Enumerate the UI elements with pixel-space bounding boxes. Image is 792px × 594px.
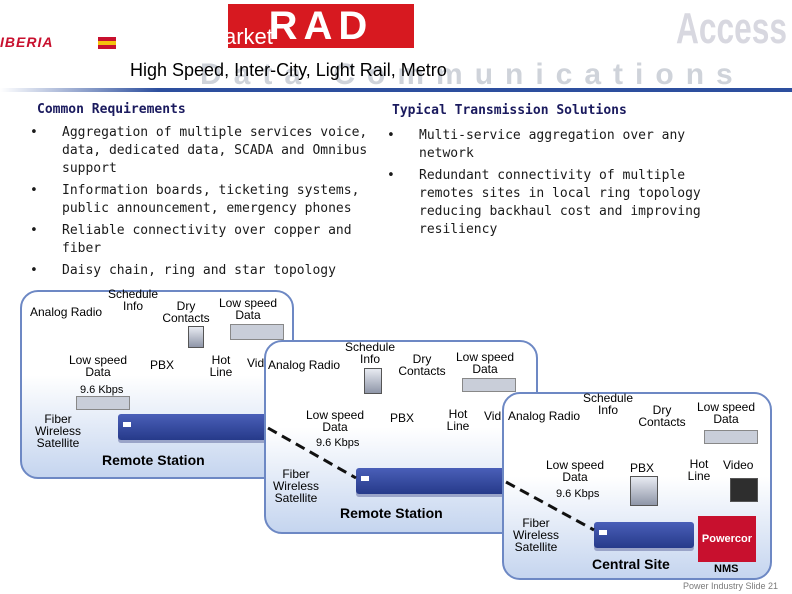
slide-footer: Power Industry Slide 21	[682, 581, 778, 591]
analog-radio-label: Analog Radio	[30, 305, 103, 319]
nms-label: NMS	[714, 563, 739, 575]
remote-station-label: Remote Station	[340, 505, 443, 521]
remote-station-1	[20, 290, 294, 479]
rad-device-icon	[123, 422, 131, 427]
multiplexer-device	[118, 414, 268, 440]
analog-radio-label: Analog Radio	[268, 358, 341, 372]
modem-icon	[462, 378, 516, 392]
modem-icon	[76, 396, 130, 410]
video-label: Video	[723, 458, 754, 472]
requirements-list: •Aggregation of multiple services voice,…	[30, 124, 375, 284]
powercor-logo: Powercor	[698, 516, 756, 562]
pbx-label: PBX	[390, 411, 415, 425]
rad-logo: RAD	[268, 4, 374, 48]
list-item: •Reliable connectivity over copper and f…	[30, 223, 352, 256]
page-subtitle: High Speed, Inter-City, Light Rail, Metr…	[130, 60, 447, 80]
link-line	[505, 480, 595, 532]
remote-station-label: Remote Station	[102, 452, 205, 468]
central-site-label: Central Site	[592, 556, 670, 572]
solutions-list: •Multi-service aggregation over any netw…	[387, 127, 737, 243]
list-item: •Information boards, ticketing systems, …	[30, 183, 360, 216]
multiplexer-device	[356, 468, 506, 494]
watermark: Data Communications	[200, 58, 745, 91]
kbps-label: 9.6 Kbps	[316, 437, 360, 449]
video-label: Vid	[247, 356, 265, 370]
list-item: •Daisy chain, ring and star topology	[30, 263, 336, 278]
rad-device-icon	[361, 476, 369, 481]
list-item: •Aggregation of multiple services voice,…	[30, 125, 368, 176]
multiplexer-device	[594, 522, 694, 548]
pbx-label: PBX	[630, 461, 655, 475]
video-camera-icon	[730, 478, 758, 502]
rad-logo-box	[228, 4, 414, 48]
common-requirements-heading: Common Requirements	[37, 102, 186, 117]
kbps-label: 9.6 Kbps	[80, 384, 124, 396]
modem-icon	[230, 324, 284, 340]
modem-icon	[704, 430, 758, 444]
list-item: •Redundant connectivity of multiple remo…	[387, 168, 701, 237]
transmission-solutions-heading: Typical Transmission Solutions	[392, 103, 627, 118]
kbps-label: 9.6 Kbps	[556, 488, 600, 500]
pbx-label: PBX	[150, 358, 175, 372]
rad-device-icon	[599, 530, 607, 535]
iberia-logo: IBERIA	[0, 34, 54, 50]
video-label: Vid	[484, 409, 502, 423]
header-divider	[0, 88, 792, 92]
access-logo: Access	[676, 4, 787, 53]
link-line	[267, 426, 357, 480]
iberia-flag-icon	[98, 37, 116, 49]
pbx-device-icon	[630, 476, 658, 506]
remote-station-2	[264, 340, 538, 534]
analog-radio-label: Analog Radio	[508, 409, 581, 423]
list-item: •Multi-service aggregation over any netw…	[387, 128, 686, 161]
server-device-icon	[364, 368, 382, 394]
title-fragment: arket	[224, 24, 273, 49]
radio-device-icon	[188, 326, 204, 348]
